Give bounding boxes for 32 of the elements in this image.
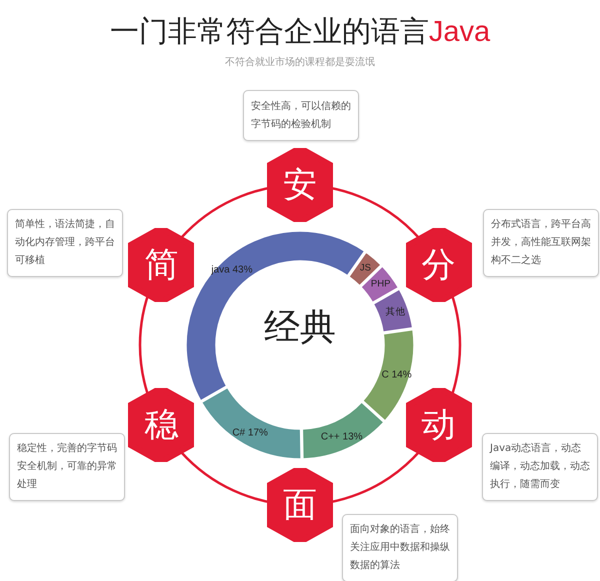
badge-character: 稳 xyxy=(144,408,178,442)
description-text: 稳定性，完善的字节码安全机制，可靠的异常处理 xyxy=(17,442,117,492)
hexagon-badge xyxy=(406,388,472,462)
description-text: 面向对象的语言，始终关注应用中数据和操纵数据的算法 xyxy=(350,522,450,573)
hexagon-badge xyxy=(267,468,333,542)
slice-label: PHP xyxy=(370,278,390,290)
badge-character: 简 xyxy=(144,248,178,282)
badge-character: 分 xyxy=(422,248,456,282)
badge-character: 动 xyxy=(422,408,456,442)
slice-label: 其他 xyxy=(385,306,406,319)
slice-label: C# 17% xyxy=(232,427,268,438)
description-text: Java动态语言，动态编译，动态加载，动态执行，随需而变 xyxy=(490,442,590,492)
callout-box xyxy=(483,209,599,277)
hexagon-badge xyxy=(406,228,472,302)
callout-box xyxy=(482,433,598,501)
badge-character: 安 xyxy=(283,168,317,202)
hexagon-badge xyxy=(267,148,333,222)
hexagon-badge xyxy=(128,388,194,462)
callout-box xyxy=(342,514,458,581)
description-text: 安全性高，可以信赖的字节码的检验机制 xyxy=(251,100,351,132)
slice-label: C++ 13% xyxy=(320,431,363,442)
slice-label: JS xyxy=(360,262,371,274)
subtitle: 不符合就业市场的课程都是耍流氓 xyxy=(224,56,376,69)
callout-box xyxy=(243,90,359,141)
description-text: 简单性，语法简捷，自动化内存管理，跨平台可移植 xyxy=(15,218,115,268)
hexagon-badge xyxy=(128,228,194,302)
callout-box xyxy=(7,209,123,277)
title: 一门非常符合企业的语言Java xyxy=(108,13,492,50)
description-text: 分布式语言，跨平台高并发，高性能互联网架构不二之选 xyxy=(491,218,591,268)
callout-box xyxy=(9,433,125,501)
badge-character: 面 xyxy=(283,488,317,522)
center-text: 经典 xyxy=(263,306,337,350)
